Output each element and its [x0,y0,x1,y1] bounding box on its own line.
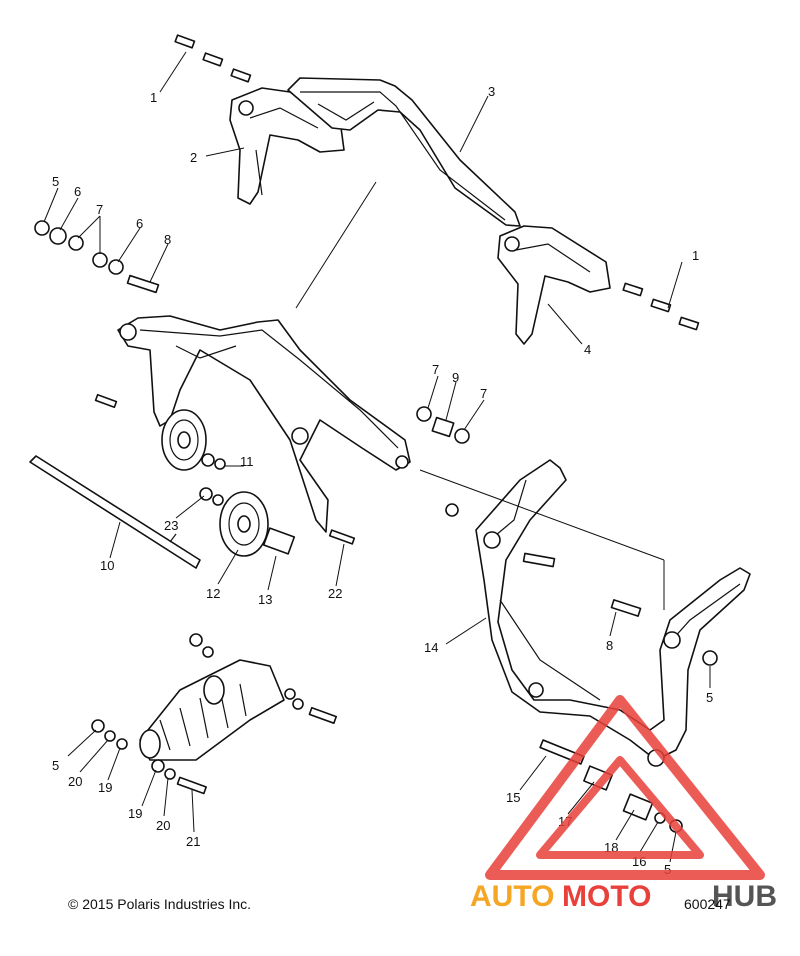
watermark-triangle-outer [485,695,765,880]
left-hardware-group [34,220,160,294]
bolt-top-right-group [622,282,700,331]
idler-wheel-lower [199,487,356,557]
shock-absorber [91,633,338,795]
callout-20-second: 20 [156,818,170,833]
watermark-text-hub: HUB [712,880,777,913]
callout-13: 13 [258,592,272,607]
callout-22: 22 [328,586,342,601]
callout-6: 6 [74,184,81,199]
callout-11: 11 [240,454,254,469]
callout-5-second: 5 [706,690,713,705]
front-swing-arm [475,459,751,761]
idler-wheel-upper [94,393,226,471]
callout-5-fourth: 5 [664,862,671,877]
callout-7-third: 7 [480,386,487,401]
callout-5-third: 5 [52,758,59,773]
callout-15: 15 [506,790,520,805]
automotohub-watermark: AUTO MOTO HUB [470,695,777,913]
callout-7: 7 [96,202,103,217]
callout-21: 21 [186,834,200,849]
watermark-triangle-inner [536,756,704,859]
callout-4: 4 [584,342,591,357]
callout-5: 5 [52,174,59,189]
callout-9: 9 [452,370,459,385]
callout-8-second: 8 [606,638,613,653]
watermark-text-auto: AUTO [470,880,554,913]
middle-frame-assembly [117,315,411,533]
upper-rail [287,77,521,227]
drawing-number: 600247 [684,896,731,912]
watermark-text-moto: MOTO [562,880,651,913]
leader-lines [43,51,711,863]
callout-1-right: 1 [692,248,699,263]
copyright-text: © 2015 Polaris Industries Inc. [68,896,252,912]
axle-shaft [29,455,201,569]
front-upper-bracket [497,225,611,345]
upper-rear-bracket [229,87,345,205]
callout-12: 12 [206,586,220,601]
callout-10: 10 [100,558,114,573]
callout-1: 1 [150,90,157,105]
callout-23: 23 [164,518,178,533]
callout-3: 3 [488,84,495,99]
callout-19-second: 19 [128,806,142,821]
callout-7-second: 7 [432,362,439,377]
bolt-top-left-group [174,34,252,83]
callout-19: 19 [98,780,112,795]
callout-14: 14 [424,640,438,655]
callout-20: 20 [68,774,82,789]
callout-2: 2 [190,150,197,165]
callout-6-second: 6 [136,216,143,231]
right-hardware-group [416,406,470,517]
callout-8: 8 [164,232,171,247]
